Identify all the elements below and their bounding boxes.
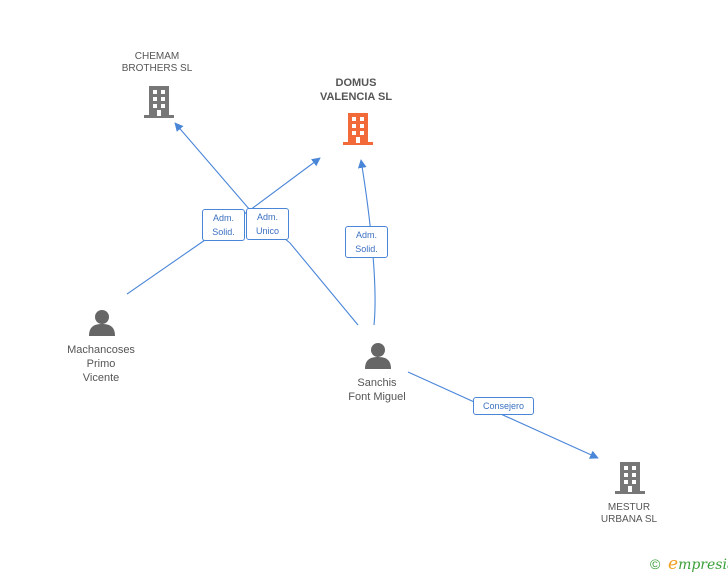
brand-initial: e [668,554,679,574]
edge-badge-adm-solid[interactable]: Adm. Solid. [202,209,245,241]
company-label-chemam[interactable]: CHEMAM BROTHERS SL [121,51,193,74]
person-icon[interactable] [89,310,115,336]
person-label-machancoses[interactable]: Machancoses Primo Vicente [67,344,135,384]
company-label-domus[interactable]: DOMUS VALENCIA SL [319,77,393,103]
copyright-symbol: © [650,556,661,572]
edge-badge-adm-unico[interactable]: Adm. Unico [246,208,289,240]
brand-rest: mpresia [678,557,728,573]
edge-sanchis-domus-unico [249,157,359,326]
edge-sanchis-mestur [407,371,599,459]
person-icon[interactable] [365,343,391,369]
edge-badge-adm-solid-2[interactable]: Adm. Solid. [345,226,388,258]
edge-badge-consejero[interactable]: Consejero [473,397,534,415]
building-icon[interactable] [615,462,645,494]
brand-logo[interactable]: empresia [668,554,728,574]
company-label-mestur[interactable]: MESTUR URBANA SL [600,502,658,525]
building-icon[interactable] [144,86,174,119]
person-label-sanchis[interactable]: Sanchis Font Miguel [348,377,406,403]
building-icon-highlight[interactable] [343,113,373,145]
